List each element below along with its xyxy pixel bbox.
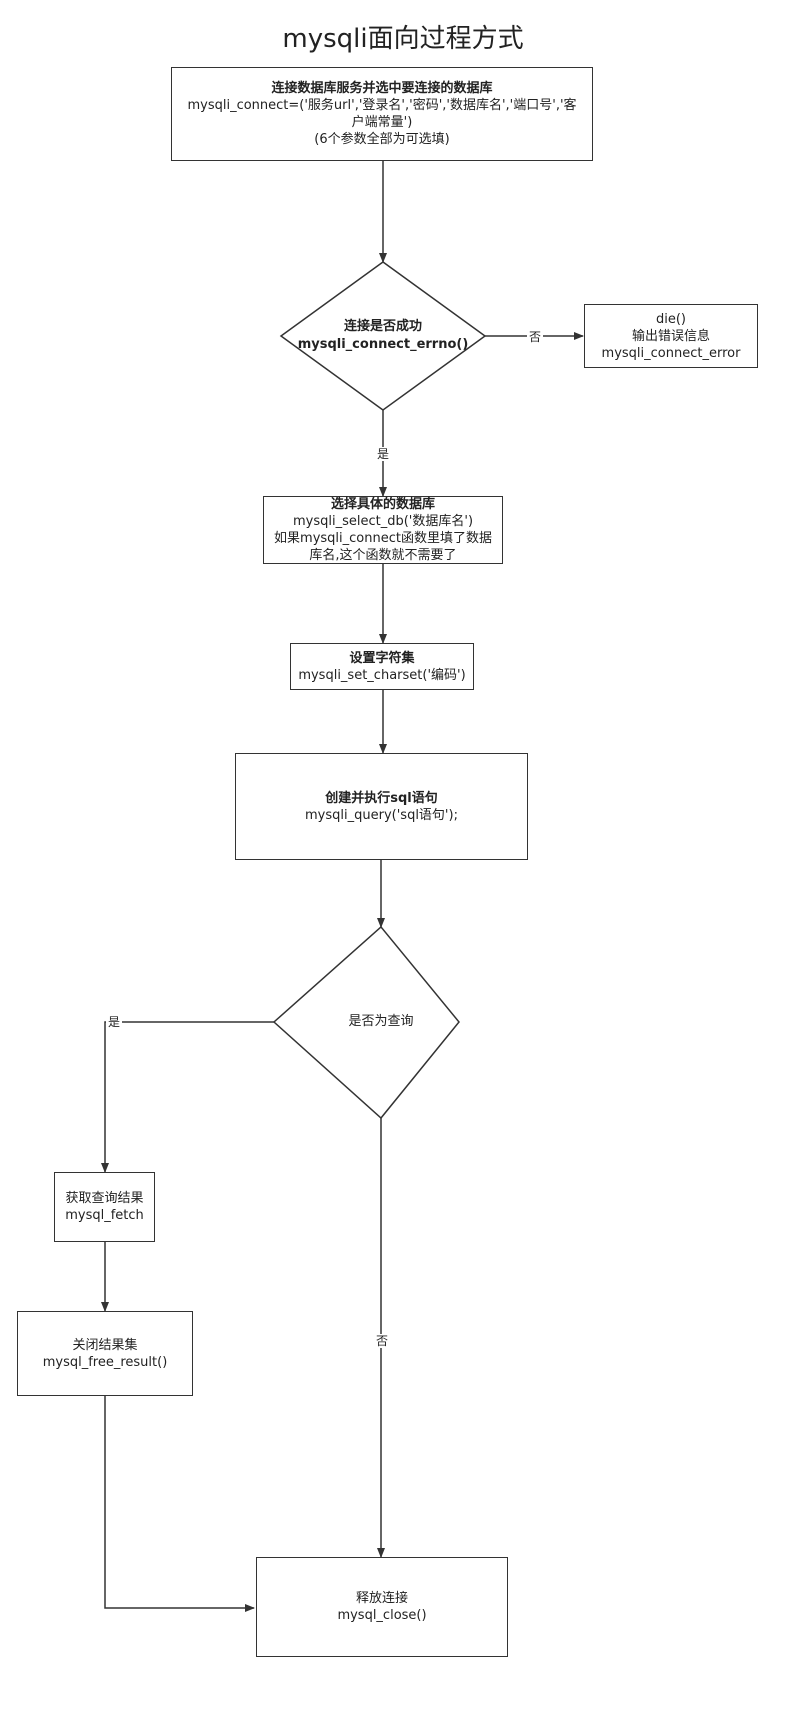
edge-label-connect-yes: 是	[375, 447, 392, 461]
step-fetch: 获取查询结果 mysql_fetch	[54, 1172, 155, 1242]
step-select-db: 选择具体的数据库 mysqli_select_db('数据库名') 如果mysq…	[263, 496, 503, 564]
step-query-line1: mysqli_query('sql语句');	[305, 807, 458, 823]
step-connect-line1: mysqli_connect=('服务url','登录名','密码','数据库名…	[187, 98, 577, 113]
step-charset: 设置字符集 mysqli_set_charset('编码')	[290, 643, 474, 690]
step-select-db-line2: 如果mysqli_connect函数里填了数据	[274, 531, 492, 546]
page-title: mysqli面向过程方式	[282, 24, 524, 54]
step-close-line2: mysql_close()	[337, 1608, 427, 1623]
decision-connect-heading: 连接是否成功	[343, 319, 422, 334]
step-select-db-line3: 库名,这个函数就不需要了	[309, 548, 457, 563]
decision-connect-text: 连接是否成功 mysqli_connect_errno()	[291, 310, 475, 362]
edge-label-query-no: 否	[374, 1334, 391, 1348]
step-free-line1: 关闭结果集	[72, 1337, 138, 1353]
step-charset-heading: 设置字符集	[349, 650, 415, 666]
step-query-heading: 创建并执行sql语句	[325, 790, 438, 806]
step-free-result: 关闭结果集 mysql_free_result()	[17, 1311, 193, 1396]
step-fetch-line1: 获取查询结果	[65, 1191, 144, 1206]
decision-query-text: 是否为查询	[311, 1010, 451, 1034]
step-select-db-line1: mysqli_select_db('数据库名')	[292, 514, 474, 529]
step-close-line1: 释放连接	[355, 1591, 408, 1606]
edge-label-connect-no: 否	[527, 330, 544, 344]
step-die-line1: die()	[655, 311, 686, 327]
decision-query-label: 是否为查询	[348, 1014, 414, 1029]
step-query: 创建并执行sql语句 mysqli_query('sql语句');	[235, 753, 528, 860]
step-connect: 连接数据库服务并选中要连接的数据库 mysqli_connect=('服务url…	[171, 67, 593, 161]
step-connect-heading: 连接数据库服务并选中要连接的数据库	[271, 81, 493, 96]
step-die: die() 输出错误信息 mysqli_connect_error	[584, 304, 758, 368]
step-charset-line1: mysqli_set_charset('编码')	[298, 667, 466, 683]
edge-label-query-yes: 是	[106, 1015, 123, 1029]
step-die-line2: 输出错误信息	[631, 328, 710, 344]
step-die-line3: mysqli_connect_error	[601, 345, 741, 361]
edge-free-to-close	[104, 1396, 255, 1612]
step-fetch-line2: mysql_fetch	[65, 1208, 144, 1223]
step-connect-line3: (6个参数全部为可选填)	[314, 132, 450, 147]
decision-connect-code: mysqli_connect_errno()	[297, 337, 469, 352]
step-select-db-heading: 选择具体的数据库	[330, 497, 435, 512]
step-connect-line2: 户端常量')	[351, 115, 413, 130]
step-close: 释放连接 mysql_close()	[256, 1557, 508, 1657]
edge-is-query-to-fetch	[101, 1021, 274, 1173]
step-free-line2: mysql_free_result()	[42, 1354, 168, 1370]
